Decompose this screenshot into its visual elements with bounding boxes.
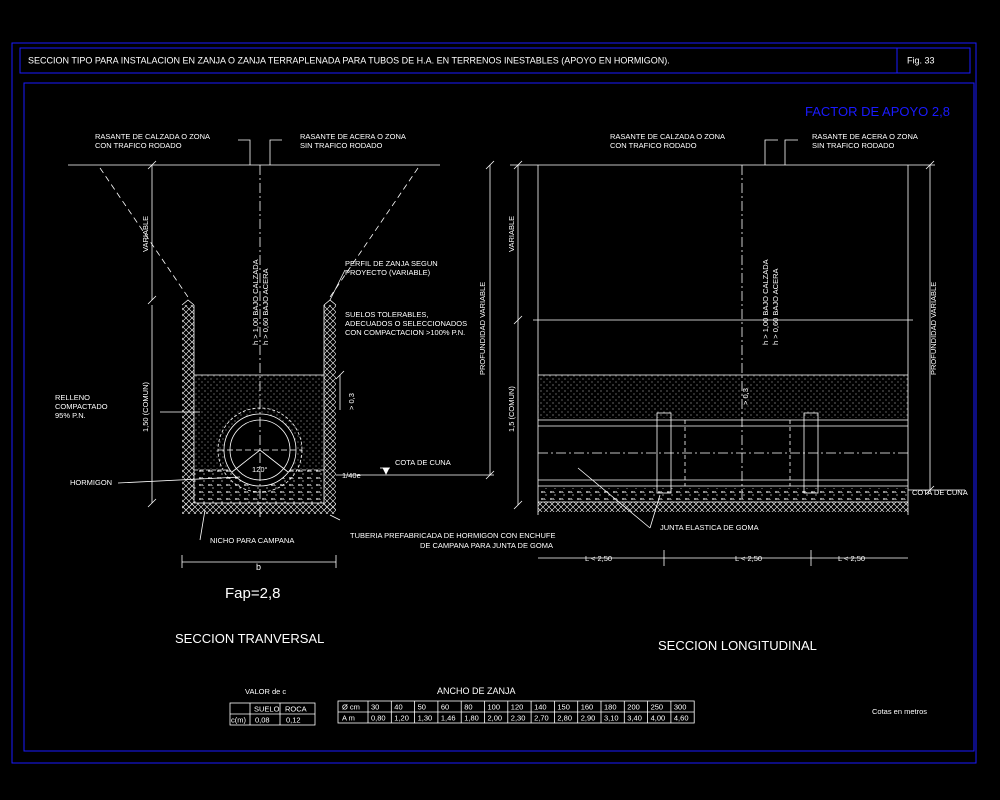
ancho-diam-cell: 120 [511, 703, 524, 712]
b-label: b [256, 562, 261, 572]
ancho-row-label-diam: Ø cm [342, 703, 360, 712]
ancho-width-cell: 1,46 [441, 714, 456, 723]
svg-text:VALOR de c: VALOR de c [245, 687, 286, 696]
h-calzada-label: h > 1,00 BAJO CALZADA [251, 259, 260, 345]
svg-text:CON TRAFICO RODADO: CON TRAFICO RODADO [610, 141, 697, 150]
suelos-label: SUELOS TOLERABLES, [345, 310, 429, 319]
ancho-title: ANCHO DE ZANJA [437, 686, 516, 696]
ancho-diam-cell: 80 [464, 703, 472, 712]
svg-text:0,12: 0,12 [286, 716, 301, 725]
long-rasante-acera-label: RASANTE DE ACERA O ZONA [812, 132, 918, 141]
ancho-width-cell: 2,70 [534, 714, 549, 723]
svg-text:ROCA: ROCA [285, 705, 307, 714]
variable-label: VARIABLE [141, 216, 150, 252]
h-acera-label: h > 0,60 BAJO ACERA [261, 269, 270, 346]
ancho-width-cell: 4,00 [651, 714, 666, 723]
ancho-diam-cell: 60 [441, 703, 449, 712]
long-rasante-calzada-label: RASANTE DE CALZADA O ZONA [610, 132, 725, 141]
comun-label: 1,50 (COMUN) [141, 381, 150, 432]
l-label-2: L < 2,50 [735, 554, 762, 563]
long-dim-03-label: > 0,3 [741, 388, 750, 405]
svg-text:PROYECTO (VARIABLE): PROYECTO (VARIABLE) [345, 268, 431, 277]
svg-text:95% P.N.: 95% P.N. [55, 411, 86, 420]
profundidad-label: PROFUNDIDAD VARIABLE [478, 282, 487, 375]
svg-text:SUELO: SUELO [254, 705, 280, 714]
transversal-section [68, 139, 495, 568]
ancho-width-cell: 2,90 [581, 714, 596, 723]
transversal-title: SECCION TRANVERSAL [175, 631, 324, 646]
ancho-width-cell: 0,80 [371, 714, 386, 723]
rasante-calzada-label: RASANTE DE CALZADA O ZONA [95, 132, 210, 141]
ancho-diam-cell: 50 [418, 703, 426, 712]
ancho-width-cell: 2,30 [511, 714, 526, 723]
ancho-width-cell: 1,80 [464, 714, 479, 723]
ancho-width-cell: 3,40 [627, 714, 642, 723]
fig-number: Fig. 33 [907, 56, 935, 66]
long-h-acera-label: h > 0,60 BAJO ACERA [771, 269, 780, 346]
fap-label: Fap=2,8 [225, 585, 280, 602]
header-title: SECCION TIPO PARA INSTALACION EN ZANJA O… [28, 56, 670, 66]
ancho-row-label-width: A m [342, 714, 355, 723]
long-cota-label: COTA DE CUNA [912, 488, 968, 497]
ancho-width-cell: 2,80 [557, 714, 572, 723]
ancho-diam-cell: 200 [627, 703, 640, 712]
ancho-diam-cell: 150 [557, 703, 570, 712]
cotas-label: Cotas en metros [872, 707, 927, 716]
ancho-diam-cell: 100 [488, 703, 501, 712]
long-comun-label: 1,5 (COMUN) [507, 386, 516, 432]
svg-text:COMPACTADO: COMPACTADO [55, 402, 108, 411]
junta-label: JUNTA ELASTICA DE GOMA [660, 523, 759, 532]
long-h-calzada-label: h > 1,00 BAJO CALZADA [761, 259, 770, 345]
relleno-label: RELLENO [55, 393, 90, 402]
ancho-width-cell: 1,20 [394, 714, 409, 723]
ancho-diam-cell: 180 [604, 703, 617, 712]
dim-03-label: > 0,3 [347, 393, 356, 410]
ancho-diam-cell: 40 [394, 703, 402, 712]
ancho-zanja-table: ANCHO DE ZANJA Ø cm A m 30 0,80 40 1,20 50 1,30… [337, 686, 695, 724]
svg-text:0,08: 0,08 [255, 716, 270, 725]
ancho-diam-cell: 300 [674, 703, 687, 712]
tuberia-label: TUBERIA PREFABRICADA DE HORMIGON CON ENC… [350, 531, 555, 540]
perfil-label: PERFIL DE ZANJA SEGUN [345, 259, 438, 268]
ancho-diam-cell: 140 [534, 703, 547, 712]
long-profundidad-label: PROFUNDIDAD VARIABLE [929, 282, 938, 375]
ancho-diam-cell: 250 [651, 703, 664, 712]
ancho-width-cell: 3,10 [604, 714, 619, 723]
angle-label: 120° [252, 465, 268, 474]
ancho-width-cell: 2,00 [488, 714, 503, 723]
longitudinal-labels: RASANTE DE CALZADA O ZONA CON TRAFICO RO… [507, 132, 968, 653]
ancho-diam-cell: 30 [371, 703, 379, 712]
factor-apoyo: FACTOR DE APOYO 2,8 [805, 104, 950, 119]
l-label-1: L < 2,50 [585, 554, 612, 563]
svg-text:CON COMPACTACION >100% P.N.: CON COMPACTACION >100% P.N. [345, 328, 465, 337]
d40-label: 1/40e [342, 471, 361, 480]
cota-label: COTA DE CUNA [395, 458, 451, 467]
valor-c-table: VALOR de c SUELO ROCA c(m) 0,08 0,12 [229, 687, 316, 726]
ancho-width-cell: 1,30 [418, 714, 433, 723]
longitudinal-section [510, 139, 965, 566]
svg-text:ADECUADOS O SELECCIONADOS: ADECUADOS O SELECCIONADOS [345, 319, 467, 328]
svg-text:c(m): c(m) [231, 716, 246, 725]
ancho-width-cell: 4,60 [674, 714, 689, 723]
svg-text:SIN TRAFICO RODADO: SIN TRAFICO RODADO [300, 141, 383, 150]
l-label-3: L < 2,50 [838, 554, 865, 563]
drawing-frame [11, 42, 977, 764]
hormigon-label: HORMIGON [70, 478, 112, 487]
long-variable-label: VARIABLE [507, 216, 516, 252]
ancho-diam-cell: 160 [581, 703, 594, 712]
svg-text:CON TRAFICO RODADO: CON TRAFICO RODADO [95, 141, 182, 150]
longitudinal-title: SECCION LONGITUDINAL [658, 638, 817, 653]
rasante-acera-label: RASANTE DE ACERA O ZONA [300, 132, 406, 141]
svg-text:DE CAMPANA PARA JUNTA DE GOMA: DE CAMPANA PARA JUNTA DE GOMA [420, 541, 553, 550]
nicho-label: NICHO PARA CAMPANA [210, 536, 294, 545]
svg-text:SIN TRAFICO RODADO: SIN TRAFICO RODADO [812, 141, 895, 150]
transversal-labels: RASANTE DE CALZADA O ZONA CON TRAFICO RO… [55, 132, 555, 646]
